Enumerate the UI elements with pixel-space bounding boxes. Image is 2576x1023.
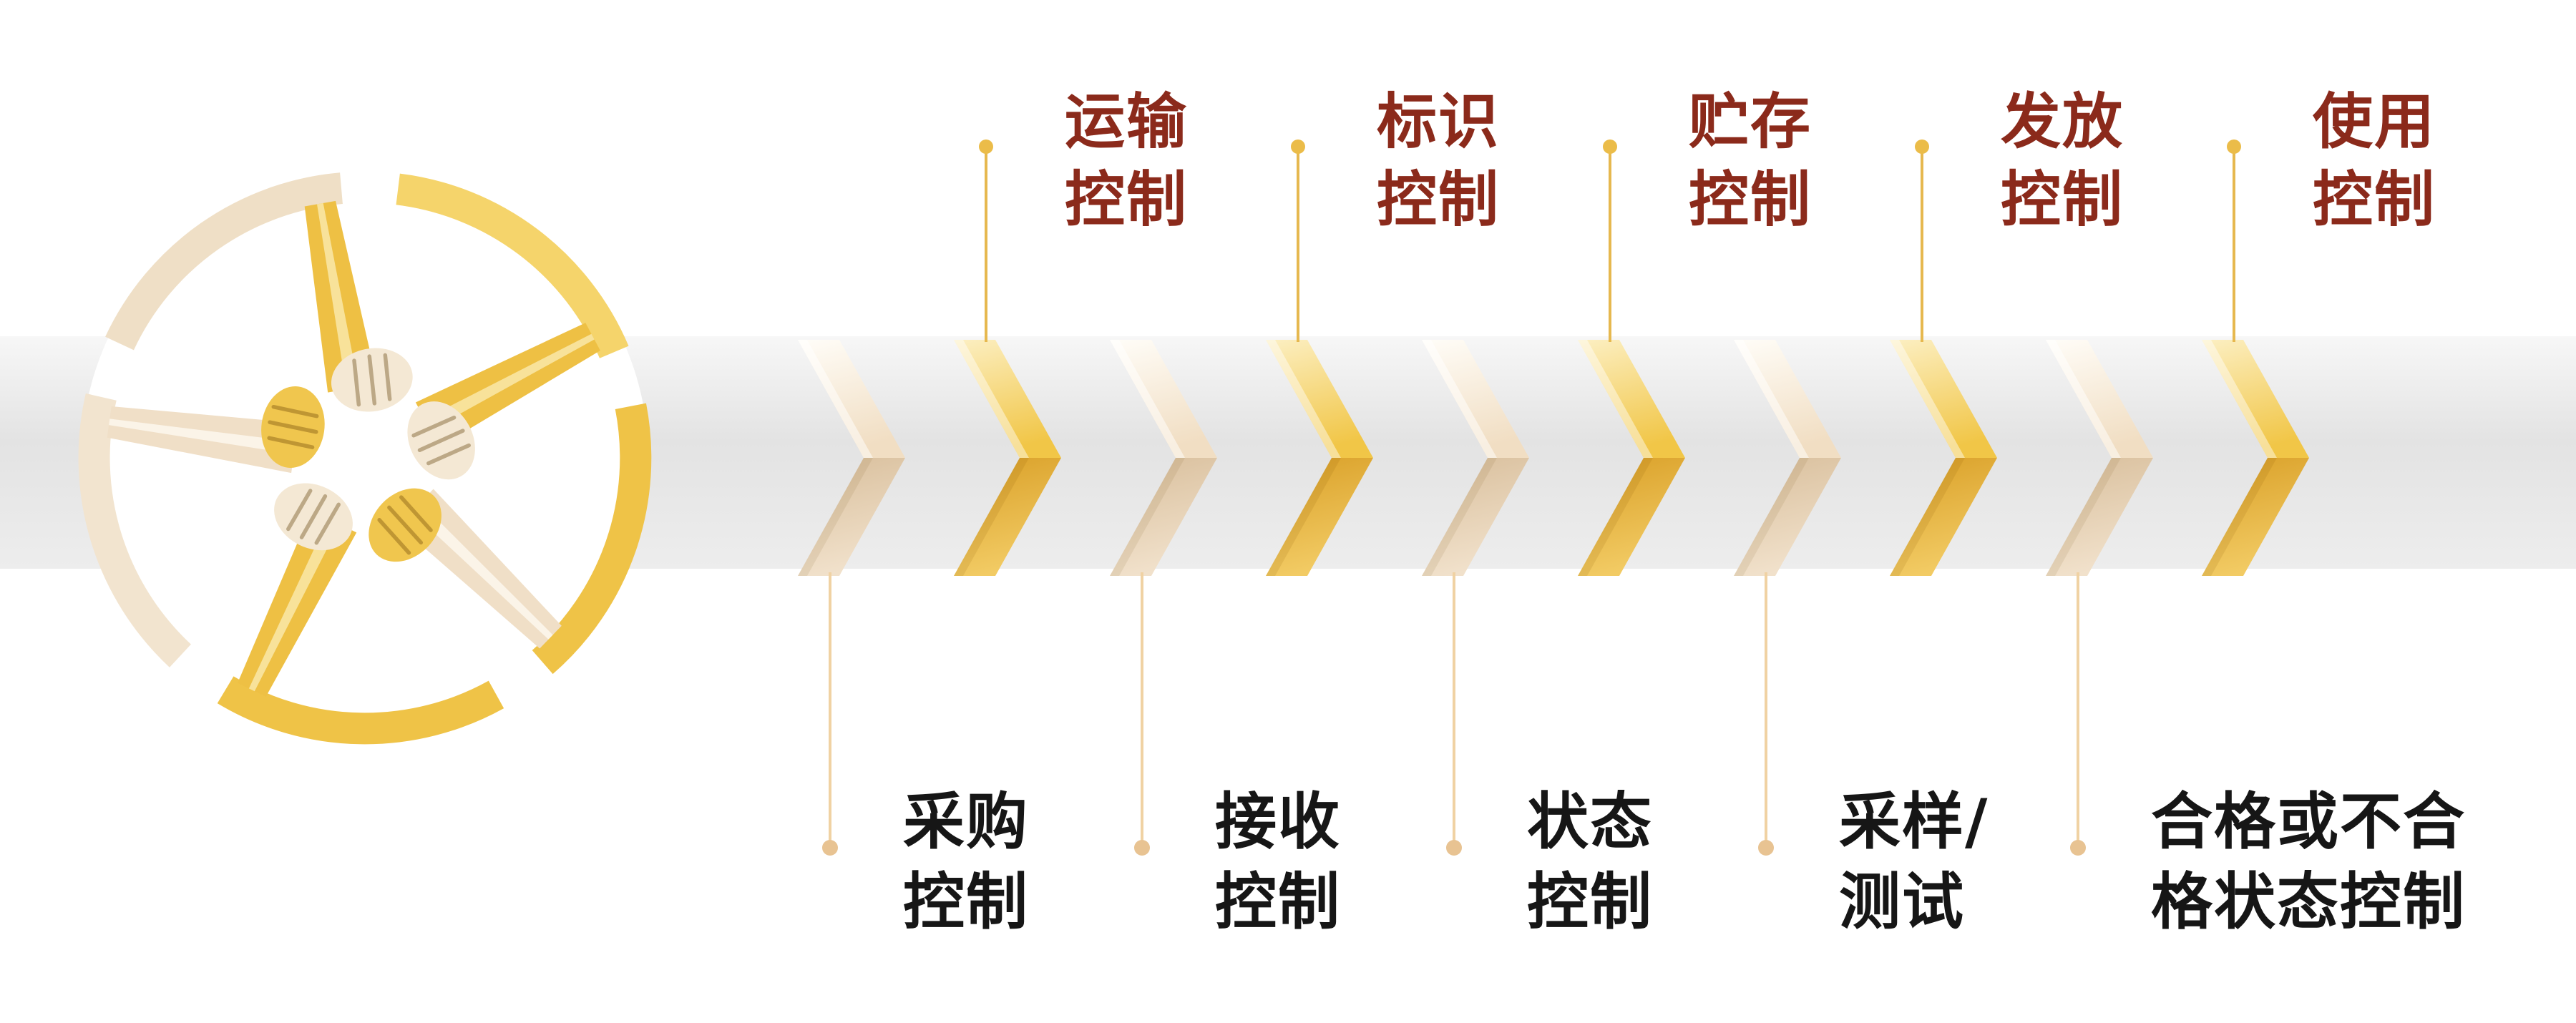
top-connector-dot-1 (979, 140, 993, 154)
top-step-label-1: 运输 控制 (1065, 83, 1188, 239)
bottom-connector-dot-1 (822, 840, 838, 856)
top-step-label-2: 标识 控制 (1377, 83, 1500, 239)
top-step-2-line1: 标识 (1377, 87, 1501, 157)
top-step-4-line2: 控制 (2001, 165, 2124, 235)
top-step-5-line2: 控制 (2313, 165, 2436, 235)
top-step-1-line2: 控制 (1065, 165, 1189, 235)
bottom-step-5-line2: 格状态控制 (2151, 866, 2466, 938)
process-chevron-3 (1110, 340, 1217, 576)
process-chevron-8 (1890, 340, 1997, 576)
top-connector-1 (985, 147, 987, 342)
top-connector-dot-3 (1603, 140, 1617, 154)
process-chevron-9 (2046, 340, 2153, 576)
top-connector-4 (1921, 147, 1923, 342)
top-step-2-line2: 控制 (1377, 165, 1501, 235)
top-connector-3 (1609, 147, 1611, 342)
process-chevron-1 (798, 340, 905, 576)
process-chevron-2 (954, 340, 1061, 576)
bottom-step-label-3: 状态 控制 (1527, 783, 1653, 943)
bottom-step-1-line1: 采购 (903, 786, 1029, 858)
bottom-step-4-line1: 采样/ (1839, 786, 1989, 858)
bottom-connector-dot-2 (1134, 840, 1150, 856)
top-connector-5 (2233, 147, 2235, 342)
bottom-connector-1 (829, 572, 831, 848)
bottom-connector-dot-4 (1758, 840, 1774, 856)
bottom-connector-5 (2077, 572, 2079, 848)
bottom-step-3-line1: 状态 (1527, 786, 1653, 858)
bottom-step-label-5: 合格或不合 格状态控制 (2151, 783, 2466, 943)
bottom-step-label-4: 采样/ 测试 (1839, 783, 1989, 943)
top-step-4-line1: 发放 (2001, 87, 2124, 157)
bottom-connector-dot-5 (2070, 840, 2086, 856)
top-step-label-5: 使用 控制 (2313, 83, 2436, 239)
bottom-step-1-line2: 控制 (903, 866, 1029, 938)
top-connector-dot-4 (1915, 140, 1929, 154)
bottom-step-2-line1: 接收 (1215, 786, 1341, 858)
bottom-connector-2 (1141, 572, 1143, 848)
bottom-step-label-2: 接收 控制 (1215, 783, 1341, 943)
top-connector-2 (1297, 147, 1299, 342)
bottom-step-5-line1: 合格或不合 (2151, 786, 2466, 858)
top-connector-dot-5 (2227, 140, 2241, 154)
top-step-5-line1: 使用 (2313, 87, 2436, 157)
bottom-connector-3 (1453, 572, 1455, 848)
process-chevron-7 (1734, 340, 1841, 576)
top-step-3-line2: 控制 (1689, 165, 1813, 235)
process-chevron-6 (1578, 340, 1685, 576)
process-chevron-5 (1422, 340, 1529, 576)
top-step-label-3: 贮存 控制 (1689, 83, 1812, 239)
process-chevron-10 (2202, 340, 2309, 576)
top-step-3-line1: 贮存 (1689, 87, 1813, 157)
bottom-step-4-line2: 测试 (1839, 866, 1965, 938)
clasped-hands-wheel-icon (78, 172, 652, 745)
bottom-step-label-1: 采购 控制 (903, 783, 1029, 943)
bottom-step-3-line2: 控制 (1527, 866, 1653, 938)
bottom-step-2-line2: 控制 (1215, 866, 1341, 938)
top-step-label-4: 发放 控制 (2001, 83, 2124, 239)
bottom-connector-4 (1765, 572, 1767, 848)
top-step-1-line1: 运输 (1065, 87, 1189, 157)
bottom-connector-dot-3 (1446, 840, 1462, 856)
process-chevron-4 (1266, 340, 1373, 576)
top-connector-dot-2 (1291, 140, 1305, 154)
